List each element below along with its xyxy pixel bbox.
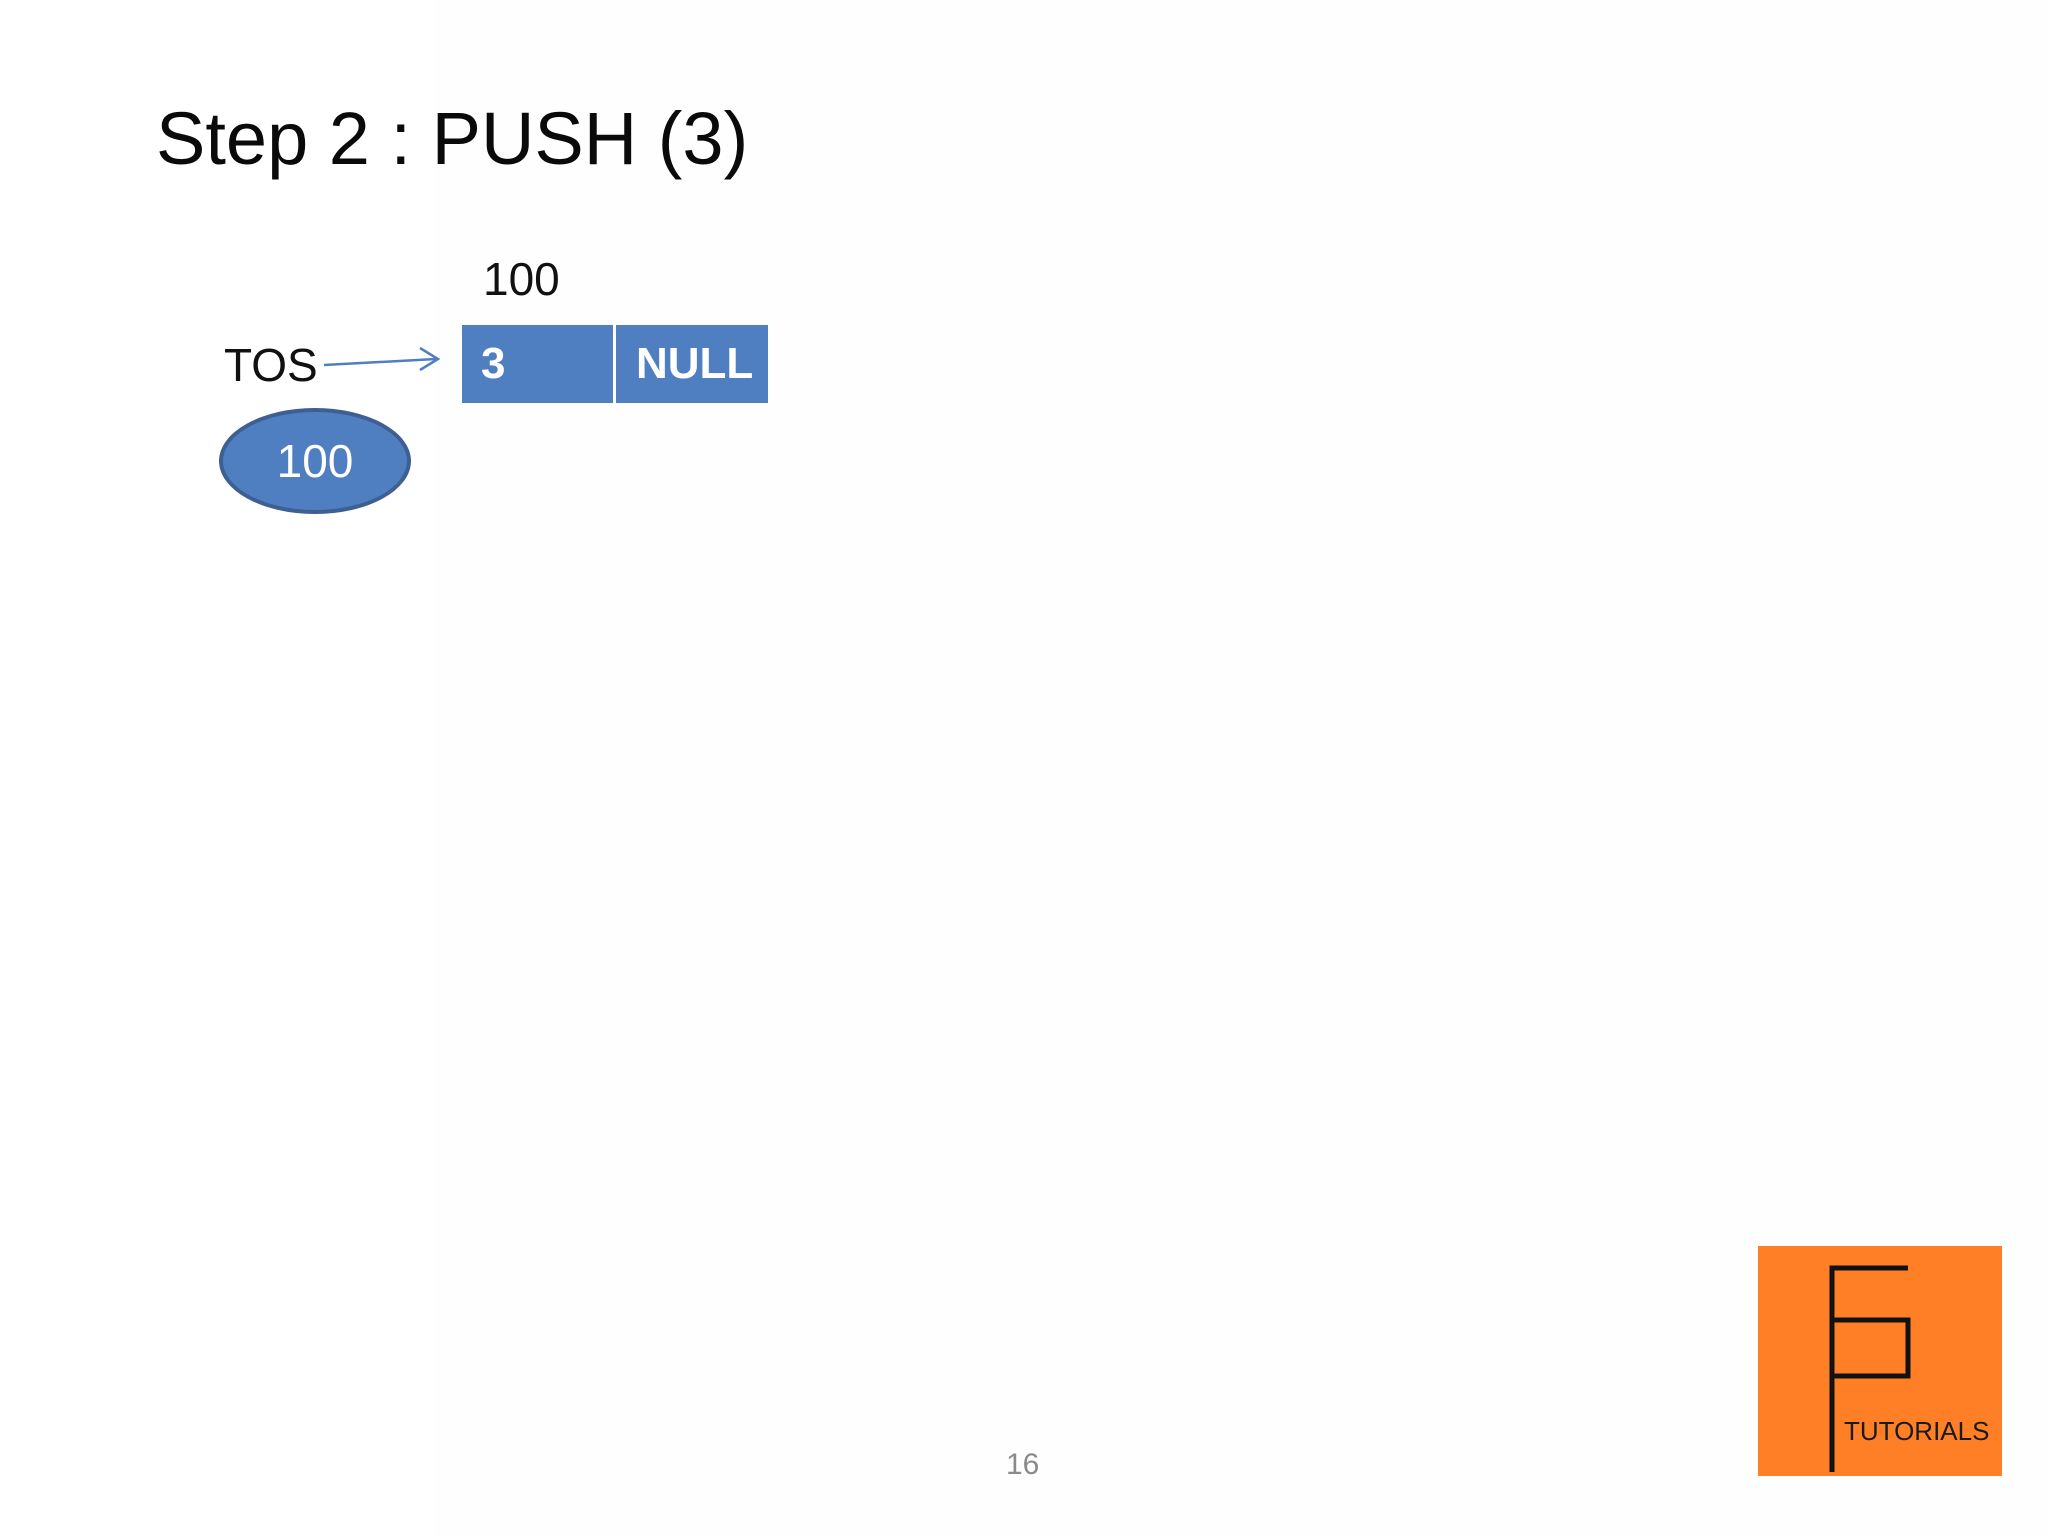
logo-mark-icon (1829, 1265, 1911, 1472)
slide-background-band (0, 0, 435, 1536)
tos-value-oval: 100 (219, 408, 411, 514)
page-number: 16 (1006, 1448, 1040, 1481)
logo-text: TUTORIALS (1844, 1416, 1990, 1446)
tos-pointer-arrow (323, 346, 441, 372)
tos-label: TOS (224, 339, 318, 391)
node-data-cell: 3 (462, 325, 613, 403)
node-address-label: 100 (483, 253, 560, 305)
logo: TUTORIALS (1758, 1246, 2002, 1476)
stack-node: 3 NULL (462, 325, 768, 403)
node-next-cell: NULL (616, 325, 768, 403)
slide-title: Step 2 : PUSH (3) (156, 97, 749, 180)
